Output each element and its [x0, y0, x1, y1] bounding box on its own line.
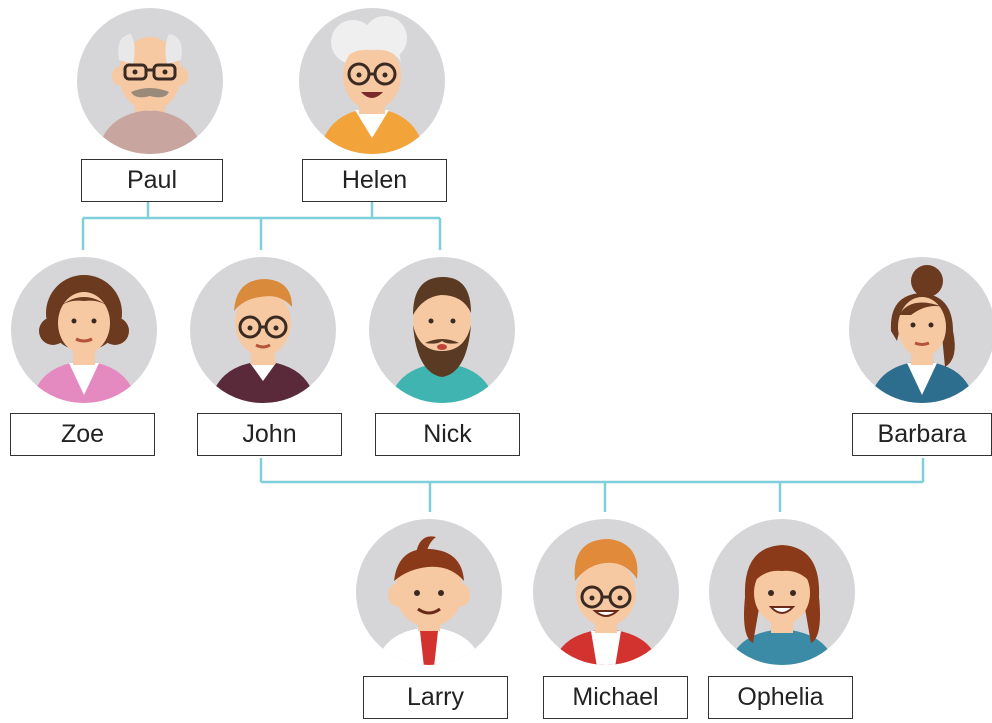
name-box-helen: Helen — [302, 159, 447, 202]
name-box-michael: Michael — [543, 676, 688, 719]
person-helen — [297, 6, 447, 156]
paul-avatar — [77, 8, 223, 154]
ophelia-avatar — [709, 519, 855, 665]
person-john — [188, 255, 338, 405]
larry-avatar — [356, 519, 502, 665]
person-barbara — [847, 255, 992, 405]
helen-avatar — [299, 8, 445, 154]
name-box-john: John — [197, 413, 342, 456]
person-zoe — [9, 255, 159, 405]
barbara-avatar — [849, 257, 992, 403]
name-box-nick: Nick — [375, 413, 520, 456]
name-box-ophelia: Ophelia — [708, 676, 853, 719]
person-larry — [354, 517, 504, 667]
name-box-larry: Larry — [363, 676, 508, 719]
zoe-avatar — [11, 257, 157, 403]
john-avatar — [190, 257, 336, 403]
person-michael — [531, 517, 681, 667]
name-box-paul: Paul — [81, 159, 223, 202]
person-paul — [75, 6, 225, 156]
nick-avatar — [369, 257, 515, 403]
person-nick — [367, 255, 517, 405]
michael-avatar — [533, 519, 679, 665]
person-ophelia — [707, 517, 857, 667]
name-box-zoe: Zoe — [10, 413, 155, 456]
name-box-barbara: Barbara — [852, 413, 992, 456]
